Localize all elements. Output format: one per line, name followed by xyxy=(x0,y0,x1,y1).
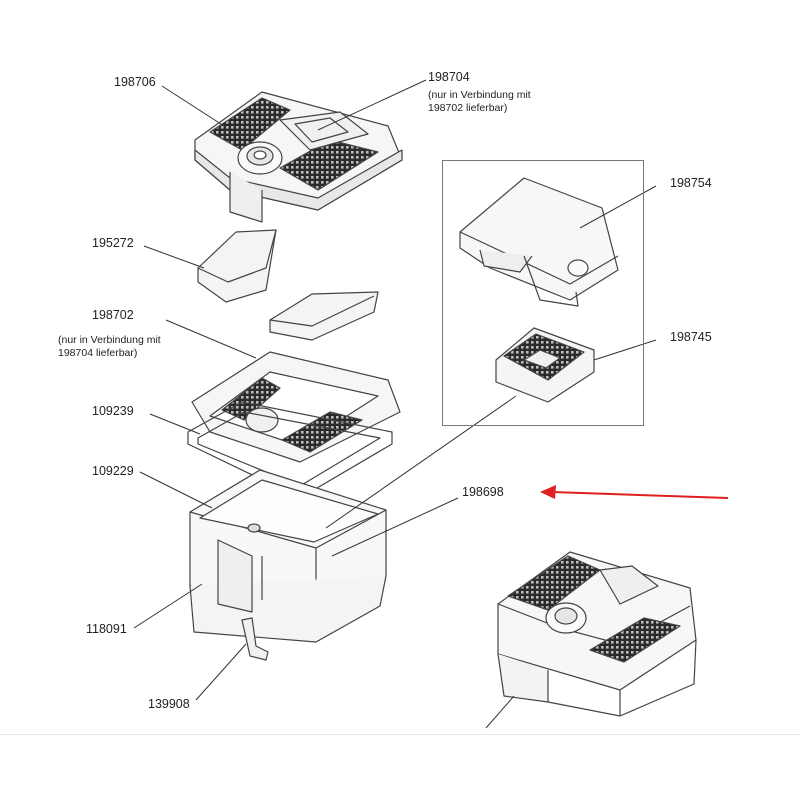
inset-lid xyxy=(459,177,619,307)
label-195272: 195272 xyxy=(92,236,134,250)
label-198698: 198698 xyxy=(462,485,504,499)
label-198754: 198754 xyxy=(670,176,712,190)
filter-container xyxy=(189,469,387,643)
label-109229: 109229 xyxy=(92,464,134,478)
insert-tray xyxy=(191,351,401,463)
gasket-ring xyxy=(187,401,393,499)
label-118091: 118091 xyxy=(86,622,127,636)
label-198745: 198745 xyxy=(670,330,712,344)
label-109239: 109239 xyxy=(92,404,134,418)
filter-sponge-left xyxy=(197,229,277,303)
inset-mesh-basket xyxy=(495,327,595,403)
note-198702-line1: (nur in Verbindung mit xyxy=(58,334,161,346)
hose-piece xyxy=(241,617,269,661)
label-139908: 139908 xyxy=(148,697,190,711)
note-198702-line2: 198704 lieferbar) xyxy=(58,347,138,359)
note-198704-line2: 198702 lieferbar) xyxy=(428,102,508,114)
red-pointer-arrow xyxy=(540,485,729,499)
assembled-unit xyxy=(497,551,697,717)
label-198706: 198706 xyxy=(114,75,156,89)
lid-assembly-top xyxy=(194,91,403,223)
filter-sponge-right xyxy=(269,291,379,341)
inset-frame xyxy=(442,160,644,426)
label-198702: 198702 xyxy=(92,308,134,322)
bottom-divider xyxy=(0,734,800,735)
note-198704-line1: (nur in Verbindung mit xyxy=(428,89,531,101)
leader-lines xyxy=(133,79,657,729)
label-198704: 198704 xyxy=(428,70,470,84)
